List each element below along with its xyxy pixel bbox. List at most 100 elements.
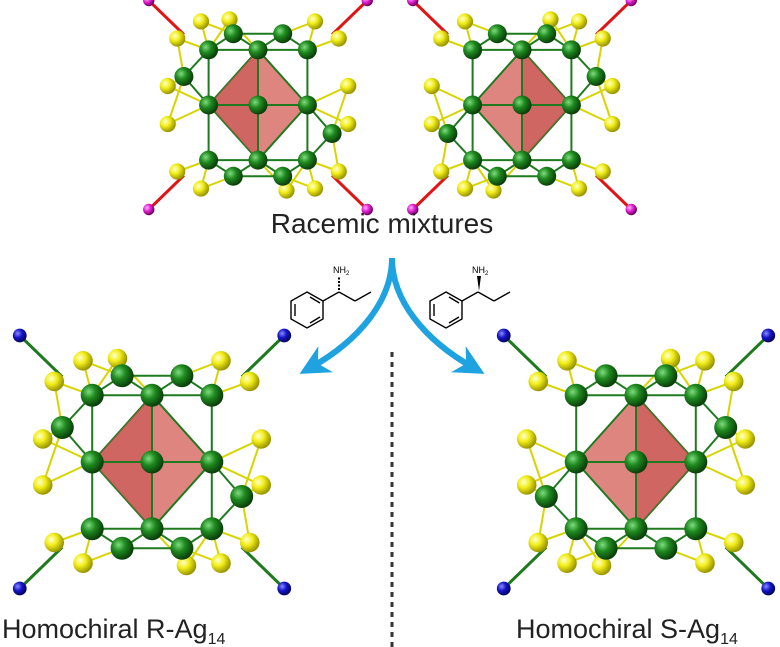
sulfur-atom: [735, 475, 756, 495]
silver-atom: [200, 383, 224, 407]
ligand-atom: [407, 203, 419, 216]
silver-atom: [170, 536, 194, 560]
silver-atom: [624, 383, 648, 407]
silver-atom: [223, 24, 243, 44]
silver-atom: [564, 383, 588, 407]
s-amine-nh2-label: NH2: [472, 265, 489, 277]
silver-atom: [463, 40, 483, 60]
sulfur-atom: [44, 532, 65, 553]
sulfur-atom: [423, 115, 440, 133]
sulfur-atom: [159, 77, 176, 95]
ligand-bond: [411, 174, 449, 211]
sulfur-atom: [73, 553, 93, 573]
ligand-bond: [502, 334, 548, 378]
sulfur-atom: [695, 351, 715, 371]
silver-atom: [586, 67, 606, 86]
ligand-bond: [240, 334, 286, 378]
s-ag14-cluster-icon: [496, 328, 776, 596]
silver-atom: [564, 517, 588, 541]
sulfur-atom: [32, 429, 53, 449]
silver-atom: [170, 364, 194, 388]
silver-atom: [714, 416, 738, 439]
sulfur-atom: [660, 348, 681, 369]
curved-arrows: [299, 257, 485, 374]
r-ag14-label: Homochiral R-Ag14: [2, 614, 225, 647]
silver-atom: [248, 40, 268, 60]
sulfur-atom: [44, 371, 65, 392]
racemic-label: Racemic mixtures: [271, 208, 493, 239]
silver-atom: [564, 450, 588, 474]
sulfur-atom: [528, 371, 549, 392]
ligand-atom: [496, 328, 511, 343]
sulfur-atom: [73, 351, 93, 371]
sulfur-atom: [169, 163, 186, 180]
sulfur-atom: [239, 532, 260, 553]
sulfur-atom: [32, 475, 53, 495]
ligand-bond: [18, 546, 64, 590]
sulfur-atom: [570, 180, 588, 197]
ligand-bond: [502, 546, 548, 590]
silver-atom: [200, 517, 224, 541]
sulfur-atom: [169, 30, 186, 47]
sulfur-atom: [251, 429, 272, 449]
sulfur-atom: [330, 163, 347, 180]
silver-atom: [463, 150, 483, 170]
silver-atom: [322, 124, 342, 143]
sulfur-atom: [211, 351, 231, 371]
sulfur-atom: [516, 475, 537, 495]
silver-atom: [487, 166, 507, 186]
ligand-atom: [625, 0, 637, 7]
sulfur-atom: [306, 13, 324, 30]
silver-atom: [174, 67, 194, 86]
silver-atom: [297, 95, 317, 115]
sulfur-atom: [278, 182, 295, 199]
sulfur-atom: [456, 180, 474, 197]
ligand-atom: [277, 581, 292, 596]
ligand-bond: [724, 546, 770, 590]
sulfur-atom: [604, 77, 621, 95]
silver-atom: [110, 364, 134, 388]
ligand-bond: [595, 0, 633, 36]
sulfur-atom: [594, 163, 611, 180]
s-amine-structure-icon: [429, 276, 511, 329]
ligand-atom: [12, 328, 27, 343]
sulfur-atom: [330, 30, 347, 47]
silver-atom: [463, 95, 483, 115]
sulfur-atom: [176, 555, 197, 576]
sulfur-atom: [557, 351, 577, 371]
sulfur-atom: [723, 532, 744, 553]
sulfur-atom: [192, 13, 210, 30]
sulfur-atom: [340, 77, 357, 95]
silver-atom: [199, 95, 219, 115]
ligand-bond: [18, 334, 64, 378]
ligand-bond: [331, 0, 369, 36]
sulfur-atom: [433, 30, 450, 47]
silver-atom: [80, 383, 104, 407]
silver-atom: [200, 450, 224, 474]
silver-atom: [512, 95, 532, 115]
silver-atom: [534, 485, 558, 508]
silver-atom: [80, 450, 104, 474]
silver-atom: [248, 150, 268, 170]
silver-atom: [624, 450, 648, 474]
silver-atom: [273, 24, 293, 44]
silver-atom: [561, 150, 581, 170]
ligand-atom: [12, 581, 27, 596]
silver-atom: [438, 124, 458, 143]
silver-atom: [684, 517, 708, 541]
sulfur-atom: [239, 371, 260, 392]
sulfur-atom: [557, 553, 577, 573]
ligand-atom: [277, 328, 292, 343]
ligand-bond: [411, 0, 449, 36]
silver-atom: [199, 150, 219, 170]
r-amine-nh2-label: NH2: [333, 265, 350, 277]
sulfur-atom: [485, 182, 502, 199]
ligand-bond: [724, 334, 770, 378]
silver-atom: [223, 166, 243, 186]
sulfur-atom: [159, 115, 176, 133]
ligand-bond: [595, 174, 633, 211]
sulfur-atom: [723, 371, 744, 392]
sulfur-atom: [542, 11, 559, 28]
sulfur-atom: [695, 553, 715, 573]
sulfur-atom: [423, 77, 440, 95]
